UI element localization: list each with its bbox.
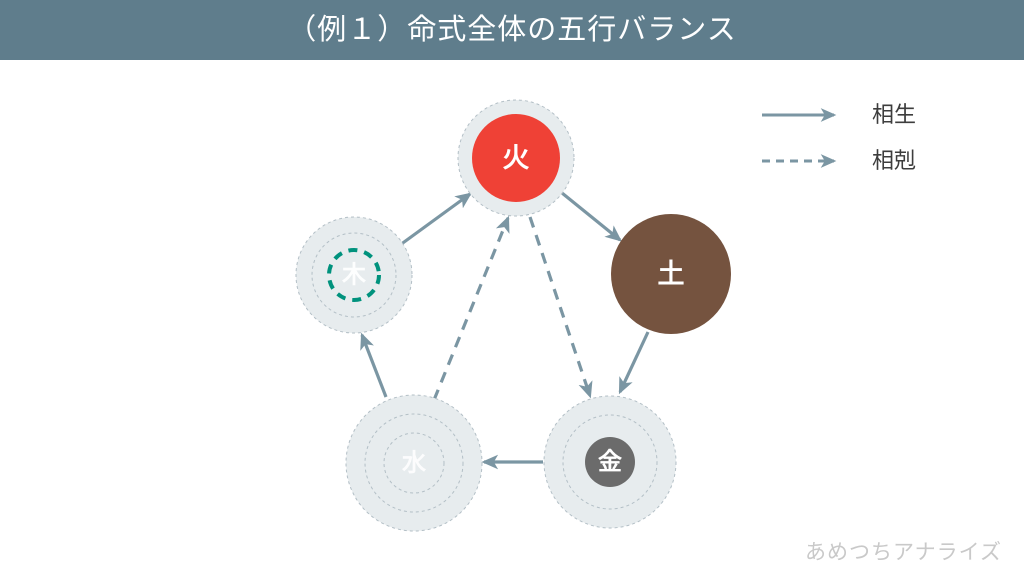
node-halo-ring (364, 413, 464, 513)
node-core-wood (327, 248, 381, 302)
node-halo-ring (311, 232, 397, 318)
node-fire[interactable]: 火 (457, 99, 575, 217)
legend-label-sokoku: 相剋 (872, 148, 917, 173)
edge-earth-to-metal (618, 331, 650, 395)
watermark: あめつちアナライズ (805, 541, 1002, 564)
node-core-fire (472, 114, 560, 202)
wuxing-diagram: 火木 土水 金 (295, 99, 731, 532)
legend-label-sousei: 相生 (872, 102, 917, 127)
legend-item-sokoku: 相剋 (760, 138, 996, 184)
node-core-water (383, 432, 445, 494)
node-water[interactable]: 水 (345, 394, 483, 532)
node-layer: 火木 土水 金 (295, 99, 731, 532)
legend-item-sousei: 相生 (760, 92, 996, 138)
node-label-earth: 土 (658, 259, 685, 289)
node-earth[interactable]: 土 (611, 214, 731, 334)
legend: 相生 相剋 (760, 92, 996, 184)
node-core-earth (611, 214, 731, 334)
diagram-canvas: 火木 土水 金 相生 相剋 あめつちアナライズ (0, 60, 1024, 576)
node-label-metal: 金 (598, 449, 622, 476)
node-label-wood: 木 (341, 262, 367, 289)
edge-layer (360, 191, 650, 470)
header-bar: （例１）命式全体の五行バランス (0, 0, 1024, 60)
edge-fire-to-earth (560, 191, 622, 242)
edge-water-to-fire (432, 215, 510, 401)
node-core-metal (585, 437, 635, 487)
edge-water-to-wood (360, 332, 388, 398)
edge-wood-to-fire (399, 192, 473, 247)
edge-fire-to-metal (528, 216, 593, 399)
page-title: （例１）命式全体の五行バランス (287, 13, 737, 46)
node-label-fire: 火 (503, 143, 530, 173)
node-metal[interactable]: 金 (543, 395, 677, 529)
solid-arrow-icon (760, 104, 846, 126)
node-wood[interactable]: 木 (295, 216, 413, 334)
dashed-arrow-icon (760, 150, 846, 172)
node-label-water: 水 (401, 450, 427, 477)
